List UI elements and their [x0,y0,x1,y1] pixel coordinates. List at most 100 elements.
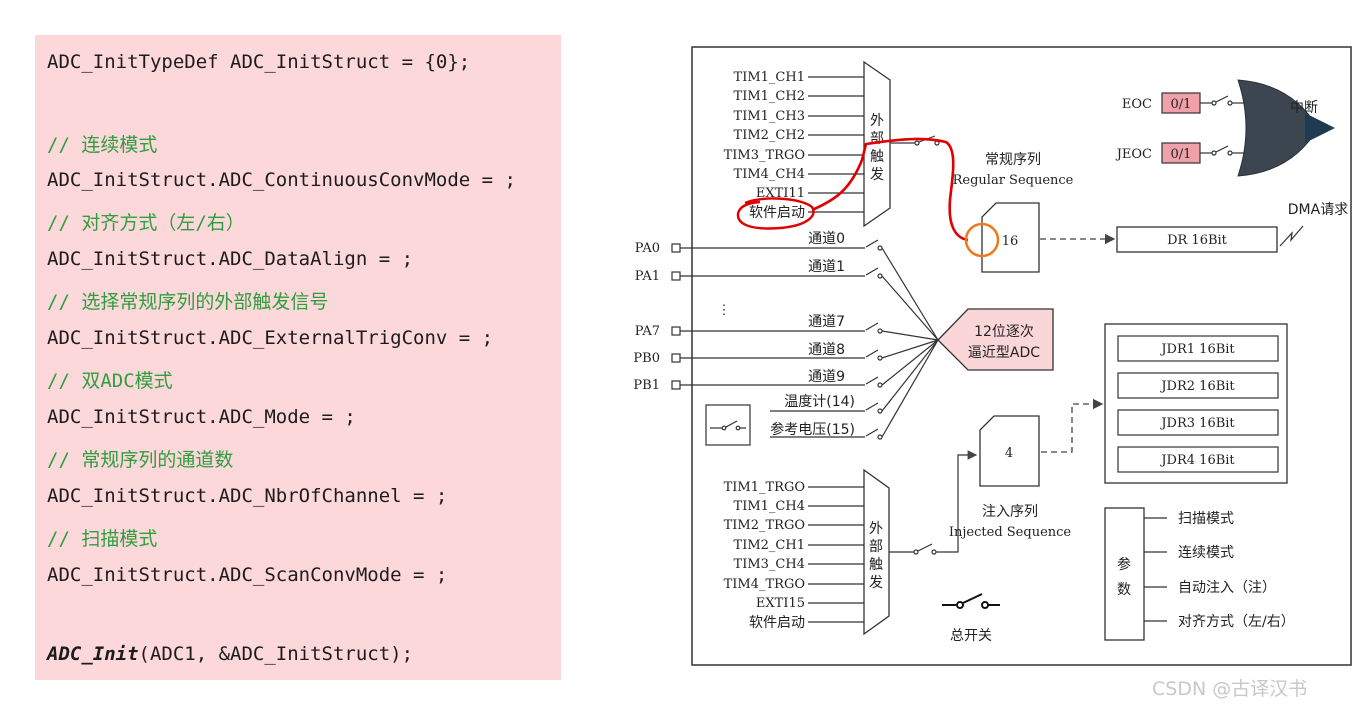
injected-trigger-software: 软件启动 [749,615,805,631]
channel-7: 通道7 [808,314,845,330]
annotation-sequence-circle [964,222,1000,258]
eoc-flag-value: 0/1 [1171,97,1192,112]
code-line-mode: ADC_InitStruct.ADC_Mode = ; [47,406,356,428]
or-gate [1237,79,1319,177]
comment-external-trigger: // 选择常规序列的外部触发信号 [47,291,329,313]
regular-trigger-tim2-ch2: TIM2_CH2 [734,128,805,143]
regular-trigger-mux: 外 部 触 发 [863,60,891,228]
regular-mux-label-4: 发 [870,167,884,183]
channel-1: 通道1 [808,259,845,275]
annotation-trigger-route [811,137,969,242]
injected-trigger-tim2-ch1: TIM2_CH1 [734,538,805,553]
eoc-label: EOC [1122,97,1152,112]
channel-temperature: 温度计(14) [784,394,855,410]
regular-mux-label-2: 部 [870,131,884,147]
injected-dashed-arrow [1041,398,1104,453]
channel-lines [680,239,939,440]
param-scan-mode: 扫描模式 [1178,511,1234,527]
param-auto-injection: 自动注入（注） [1178,580,1276,596]
pin-pa0: PA0 [635,241,660,256]
regular-trigger-tim1-ch1: TIM1_CH1 [734,70,805,85]
pin-pa7: PA7 [635,324,660,339]
dr-register [1116,226,1278,253]
code-line-adc-init: ADC_Init(ADC1, &ADC_InitStruct); [47,643,413,665]
jdr4-label: JDR4 16Bit [1159,453,1235,468]
diagram-frame [691,46,1352,666]
param-data-align: 对齐方式（左/右） [1178,614,1295,630]
injected-trigger-tim1-ch4: TIM1_CH4 [734,499,805,514]
adc-init-arguments: (ADC1, &ADC_InitStruct); [138,643,414,665]
jdr1-label: JDR1 16Bit [1159,342,1235,357]
pin-pb1: PB1 [633,378,660,393]
comment-dual-adc-mode: // 双ADC模式 [47,370,173,392]
master-switch [942,593,1000,609]
code-line-continuous-mode: ADC_InitStruct.ADC_ContinuousConvMode = … [47,169,516,191]
jdr-register-boxes [1117,335,1279,473]
code-line-data-align: ADC_InitStruct.ADC_DataAlign = ; [47,248,414,270]
injected-mux-label-3: 触 [869,557,883,573]
injected-trigger-lines [808,486,864,623]
interrupt-label: 中断 [1290,100,1318,116]
pin-list [671,243,681,390]
pin-pb0: PB0 [633,351,660,366]
injected-mux-label-1: 外 [869,521,883,537]
code-line-channel-count: ADC_InitStruct.ADC_NbrOfChannel = ; [47,485,448,507]
adc-converter-block: 12位逐次 逼近型ADC [937,308,1054,371]
dma-request-label: DMA请求 [1288,202,1348,218]
param-continuous-mode: 连续模式 [1178,544,1234,561]
channel-vrefint: 参考电压(15) [770,421,855,438]
injected-trigger-tim3-ch4: TIM3_CH4 [734,557,805,572]
regular-trigger-software: 软件启动 [749,205,805,221]
regular-mux-label-3: 触 [870,149,884,165]
params-title-1: 参 [1117,556,1131,573]
regular-sequence-title-cn: 常规序列 [985,152,1041,168]
jeoc-flag-value: 0/1 [1171,147,1192,162]
injected-trigger-tim1-trgo: TIM1_TRGO [724,480,805,495]
code-panel: ADC_InitTypeDef ADC_InitStruct = {0}; //… [35,35,561,680]
injected-sequence-title-cn: 注入序列 [982,504,1038,520]
comment-scan-mode: // 扫描模式 [47,528,158,550]
comment-continuous-mode: // 连续模式 [47,134,158,156]
regular-mux-label-1: 外 [870,113,884,129]
injected-trigger-tim2-trgo: TIM2_TRGO [724,518,805,533]
channel-0: 通道0 [808,231,845,247]
injected-trigger-exti15: EXTI15 [756,596,805,611]
regular-trigger-tim1-ch2: TIM1_CH2 [734,89,805,104]
params-lines [1144,517,1167,622]
jdr2-label: JDR2 16Bit [1159,379,1235,394]
injected-sequence-register: 4 [979,415,1040,487]
comment-channel-count: // 常规序列的通道数 [47,449,234,471]
csdn-watermark: CSDN @古译汉书 [1152,678,1308,700]
comment-data-align: // 对齐方式（左/右） [47,212,245,234]
jdr3-label: JDR3 16Bit [1159,416,1235,431]
channel-8: 通道8 [808,342,845,358]
annotation-software-trigger-circle [736,197,815,230]
adc-block-label-1: 12位逐次 [974,324,1034,340]
regular-trigger-lines [808,76,864,213]
adc-block-label-2: 逼近型ADC [968,345,1040,361]
regular-trigger-tim4-ch4: TIM4_CH4 [734,167,805,182]
regular-trigger-tim1-ch3: TIM1_CH3 [734,109,805,124]
flag-switches [1200,95,1245,156]
jeoc-label: JEOC [1115,147,1152,162]
params-title-2: 数 [1117,582,1131,598]
injected-trigger-tim4-trgo: TIM4_TRGO [724,577,805,592]
regular-trigger-tim3-trgo: TIM3_TRGO [724,148,805,163]
code-line-external-trigger: ADC_InitStruct.ADC_ExternalTrigConv = ; [47,327,494,349]
regular-sequence-title-en: Regular Sequence [953,173,1074,188]
master-switch-label: 总开关 [950,628,992,644]
injected-sequence-title-en: Injected Sequence [949,525,1072,540]
channel-9: 通道9 [808,369,845,385]
injected-trigger-switch [889,450,978,555]
channel-ellipsis: ⋮ [718,303,731,318]
injected-mux-label-4: 发 [869,575,883,591]
regular-sequence-register: 16 [981,202,1040,273]
pin-pa1: PA1 [635,269,660,284]
dma-request-arrow [1279,225,1304,247]
injected-mux-label-2: 部 [869,539,883,555]
code-line-scan-mode: ADC_InitStruct.ADC_ScanConvMode = ; [47,564,448,586]
internal-channel-switch-box [705,404,751,446]
adc-init-function-name: ADC_Init [47,643,139,665]
injected-sequence-count: 4 [1005,446,1013,461]
